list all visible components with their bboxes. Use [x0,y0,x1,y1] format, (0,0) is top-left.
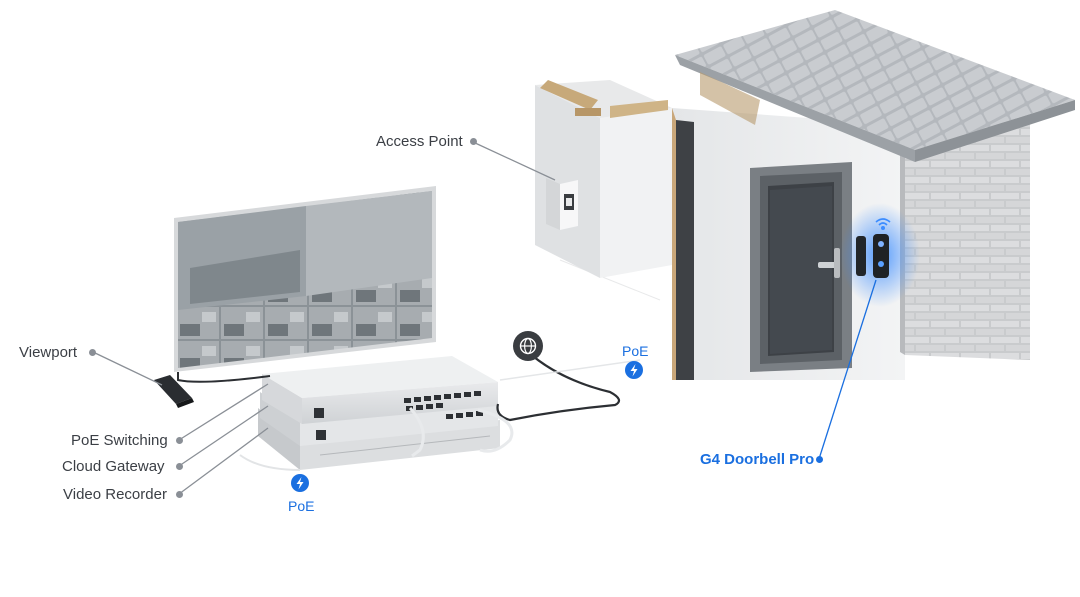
label-poe-right: PoE [622,343,649,359]
house [672,10,1075,380]
dot-doorbell [816,456,823,463]
globe-icon [513,331,543,361]
dot-access-point [470,138,477,145]
front-door [750,162,852,372]
label-g4-doorbell-pro: G4 Doorbell Pro [700,451,815,468]
label-video-recorder: Video Recorder [63,486,167,503]
lightning-bolt-icon [625,361,643,379]
access-point-device [546,178,578,230]
leader-lines [92,141,877,495]
label-cloud-gateway: Cloud Gateway [62,458,165,475]
wifi-icon [875,218,891,231]
dot-poe-switching [176,437,183,444]
label-poe-switching: PoE Switching [71,432,168,449]
dot-cloud-gateway [176,463,183,470]
cables [177,351,641,471]
monitor [174,186,436,372]
viewport-device [154,375,194,408]
label-access-point: Access Point [376,133,463,150]
lightning-bolt-icon [291,474,309,492]
label-poe-bottom: PoE [288,498,315,514]
dot-video-recorder [176,491,183,498]
doorbell-device [840,203,920,307]
rack-stack [258,356,500,470]
dot-viewport [89,349,96,356]
interior-wall [535,80,672,278]
label-viewport: Viewport [19,344,78,361]
